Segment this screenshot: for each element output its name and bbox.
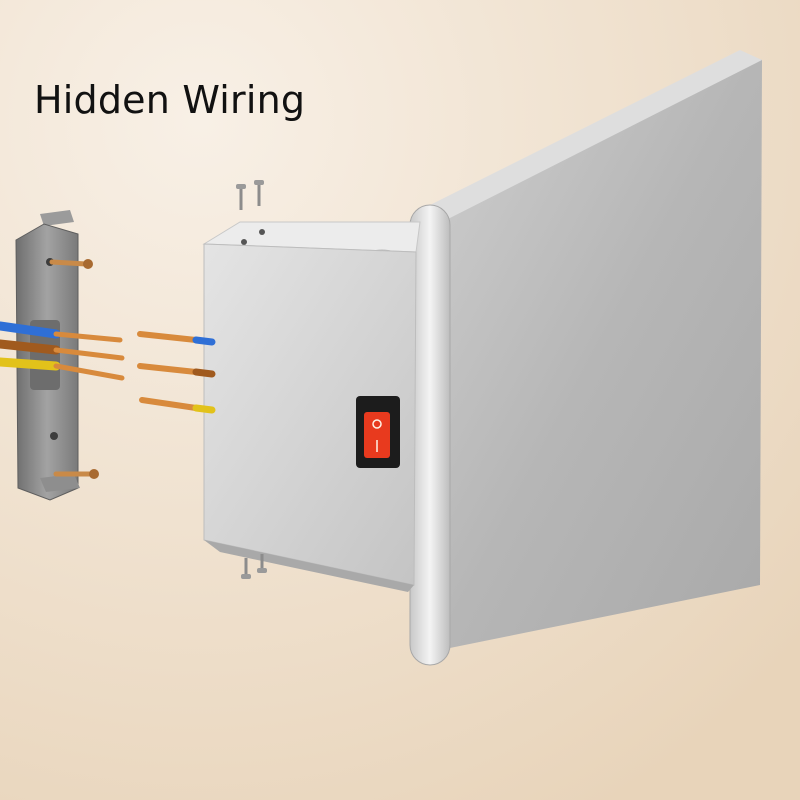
box-top-hole-1 (241, 239, 247, 245)
box-wires (137, 331, 216, 414)
wall-wires (0, 321, 125, 381)
image-caption: Hidden Wiring (34, 78, 306, 122)
lamp-panel-top-edge (420, 50, 762, 222)
lamp-panel-face (440, 52, 762, 650)
switch-off-mark (372, 419, 382, 429)
rocker-switch-rocker (364, 412, 390, 458)
junction-box-bottom (204, 540, 414, 592)
top-screws (236, 180, 264, 210)
bracket-screws (49, 259, 99, 479)
mounting-bracket (15, 210, 80, 501)
bottom-screws (241, 554, 267, 579)
box-top-hole-2 (259, 229, 265, 235)
